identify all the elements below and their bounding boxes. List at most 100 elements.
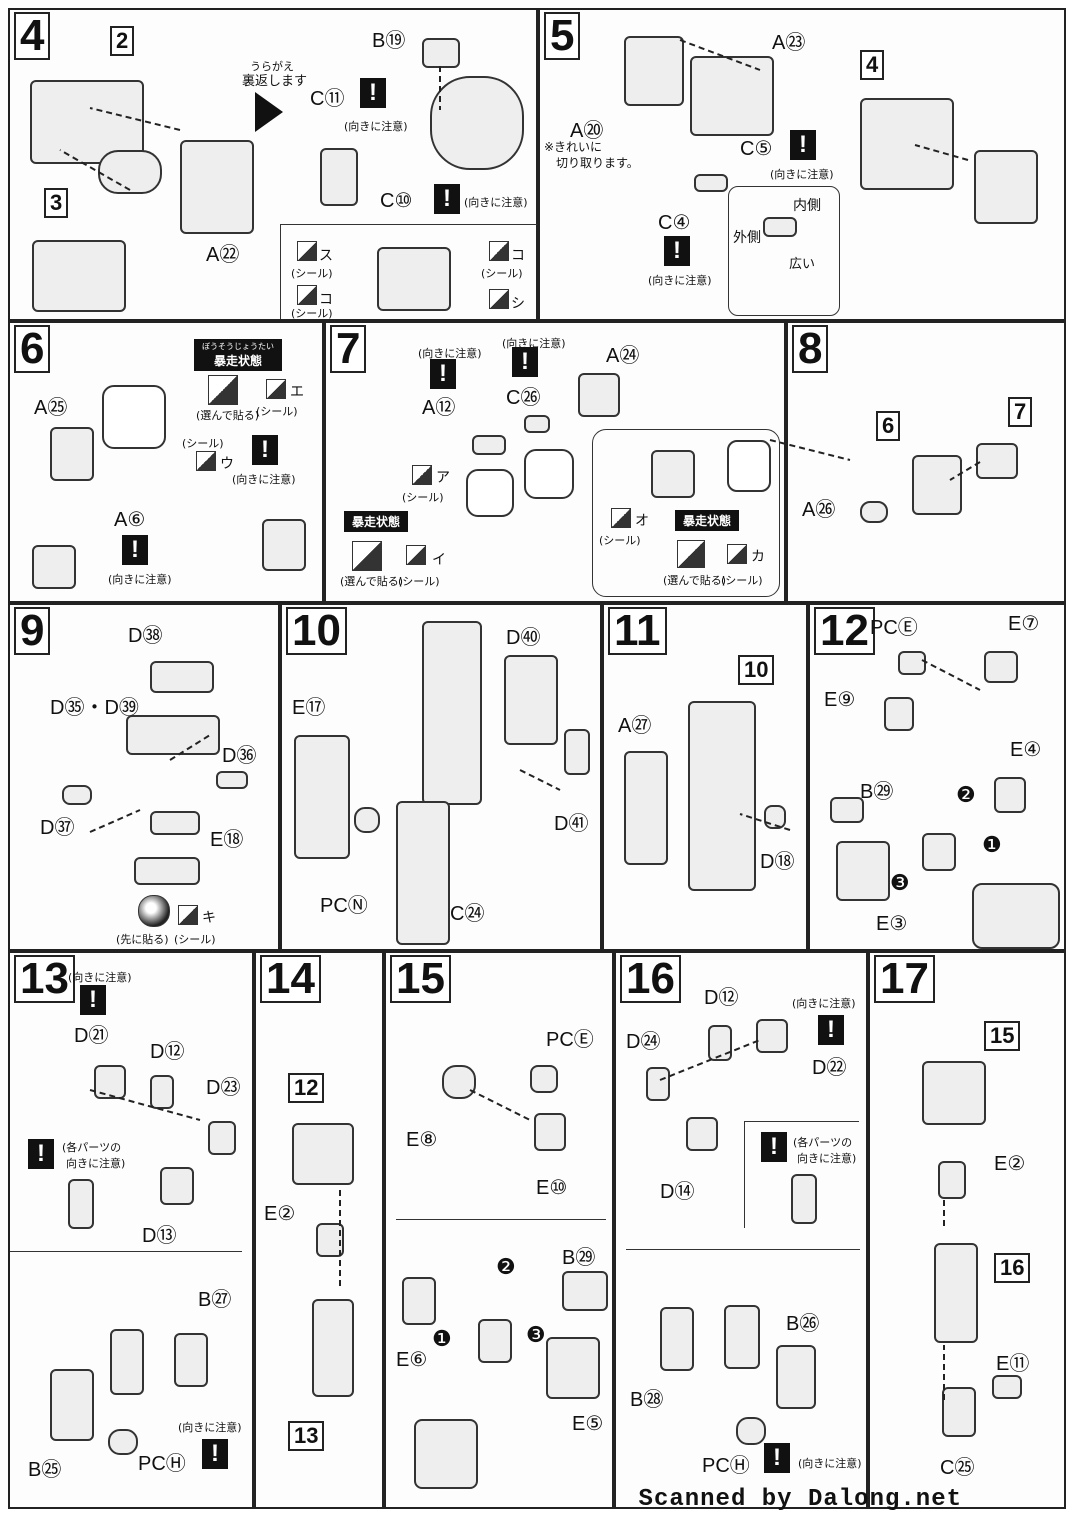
outer-side-label: 外側 bbox=[733, 230, 761, 246]
part-label: E⑩ bbox=[536, 1177, 568, 1199]
sticker-icon bbox=[196, 451, 216, 471]
step-number: 15 bbox=[390, 955, 451, 1003]
seal-code: ウ bbox=[220, 456, 234, 472]
part-illustration bbox=[660, 1307, 694, 1371]
caution-icon: ! bbox=[790, 130, 816, 160]
part-illustration bbox=[694, 174, 728, 192]
sticker-icon bbox=[611, 508, 631, 528]
part-label: B㉖ bbox=[786, 1313, 820, 1335]
part-label: PCⓃ bbox=[320, 895, 368, 917]
part-illustration bbox=[442, 1065, 476, 1099]
part-label: E⑱ bbox=[210, 829, 244, 851]
part-label: E⑪ bbox=[996, 1353, 1030, 1375]
part-illustration bbox=[108, 1429, 138, 1455]
ref-box: 4 bbox=[860, 50, 885, 80]
part-label: PCⒺ bbox=[870, 617, 918, 639]
part-label: D⑱ bbox=[760, 851, 795, 873]
detail-callout: 内側 外側 広い bbox=[728, 186, 840, 316]
caution-text: (向きに注意) bbox=[108, 573, 172, 586]
part-illustration bbox=[134, 857, 200, 885]
seal-code: ア bbox=[436, 470, 450, 486]
order-marker: ❶ bbox=[432, 1327, 452, 1352]
step-number: 6 bbox=[14, 325, 51, 373]
step-number: 10 bbox=[286, 607, 347, 655]
part-illustration bbox=[50, 1369, 94, 1441]
part-illustration bbox=[102, 385, 166, 449]
part-illustration bbox=[624, 36, 684, 106]
caution-text: (向きに注意) bbox=[502, 337, 566, 350]
step-16-panel: 16 D⑫ D㉔ (向きに注意) ! D㉒ D⑭ ! (各パーツの 向きに注意)… bbox=[614, 951, 868, 1509]
seal-area: ス (シール) コ (シール) コ (シール) シ bbox=[280, 224, 537, 320]
ref-box: 16 bbox=[994, 1253, 1031, 1283]
part-label: D⑬ bbox=[142, 1225, 177, 1247]
ref-box: 7 bbox=[1008, 397, 1033, 427]
part-label: D㉟・D㊴ bbox=[50, 697, 139, 719]
part-label: A⑳ bbox=[570, 120, 604, 142]
part-illustration bbox=[174, 1333, 208, 1387]
detail-callout: ! (各パーツの 向きに注意) bbox=[744, 1121, 859, 1228]
mode-badge: ぼうそうじょうたい暴走状態 bbox=[194, 339, 282, 371]
caution-icon: ! bbox=[761, 1132, 787, 1162]
caution-text: (向きに注意) bbox=[798, 1457, 862, 1470]
part-label: D㉓ bbox=[206, 1077, 241, 1099]
caution-text: (向きに注意) bbox=[648, 274, 712, 287]
part-label: C④ bbox=[658, 212, 691, 234]
part-label: D㊶ bbox=[554, 813, 589, 835]
ref-box: 2 bbox=[110, 26, 135, 56]
part-illustration bbox=[942, 1387, 976, 1437]
part-label: B㉗ bbox=[198, 1289, 232, 1311]
part-illustration bbox=[646, 1067, 670, 1101]
sticker-icon bbox=[727, 544, 747, 564]
part-illustration bbox=[534, 1113, 566, 1151]
inner-side-label: 内側 bbox=[793, 198, 821, 214]
part-label: D㊱ bbox=[222, 745, 257, 767]
part-illustration bbox=[472, 435, 506, 455]
part-illustration bbox=[422, 621, 482, 805]
step-12-panel: 12 PCⒺ E⑦ E⑨ E④ B㉙ ❷ ❶ ❸ E③ bbox=[808, 603, 1066, 951]
ref-box: 15 bbox=[984, 1021, 1021, 1051]
part-label: A⑫ bbox=[422, 397, 456, 419]
part-illustration bbox=[32, 545, 76, 589]
divider bbox=[10, 1251, 242, 1252]
caution-icon: ! bbox=[764, 1443, 790, 1473]
order-marker: ❶ bbox=[982, 833, 1002, 858]
note-text: 裏返します bbox=[242, 74, 308, 89]
step-number: 11 bbox=[608, 607, 667, 655]
caution-icon: ! bbox=[434, 184, 460, 214]
part-label: E② bbox=[994, 1153, 1026, 1175]
part-illustration bbox=[150, 661, 214, 693]
first-apply-text: (先に貼る) bbox=[116, 933, 169, 946]
select-text: (選んで貼る) bbox=[663, 574, 727, 587]
part-label: A㉖ bbox=[802, 499, 836, 521]
part-label: D㉔ bbox=[626, 1031, 661, 1053]
part-illustration bbox=[180, 140, 254, 234]
part-illustration bbox=[727, 440, 771, 492]
ref-box: 3 bbox=[44, 188, 69, 218]
caution-text: (向きに注意) bbox=[770, 168, 834, 181]
part-illustration bbox=[354, 807, 380, 833]
part-illustration bbox=[524, 415, 550, 433]
part-illustration bbox=[150, 1075, 174, 1109]
seal-code: エ bbox=[290, 384, 304, 400]
order-marker: ❷ bbox=[956, 783, 976, 808]
step-9-panel: 9 D㊳ D㉟・D㊴ D㊱ D㊲ E⑱ キ (先に貼る) (シール) bbox=[8, 603, 280, 951]
sticker-icon bbox=[297, 241, 317, 261]
ref-box: 12 bbox=[288, 1073, 325, 1103]
caution-icon: ! bbox=[122, 535, 148, 565]
part-label: E⑨ bbox=[824, 689, 856, 711]
part-illustration bbox=[791, 1174, 817, 1224]
part-illustration bbox=[776, 1345, 816, 1409]
badge-text: 暴走状態 bbox=[683, 514, 732, 528]
divider bbox=[396, 1219, 606, 1220]
part-illustration bbox=[708, 1025, 732, 1061]
part-illustration bbox=[150, 811, 200, 835]
part-label: D㊵ bbox=[506, 627, 541, 649]
part-illustration bbox=[994, 777, 1026, 813]
seal-text: (シール) bbox=[256, 405, 298, 418]
part-illustration bbox=[830, 797, 864, 823]
step-7-panel: 7 (向きに注意) ! A⑫ (向きに注意) ! C㉖ A㉔ ア (シール) 暴… bbox=[324, 321, 786, 603]
each-parts-text: 向きに注意) bbox=[66, 1157, 126, 1170]
ref-box: 6 bbox=[876, 411, 901, 441]
part-illustration bbox=[312, 1299, 354, 1397]
part-label: C㉕ bbox=[940, 1457, 975, 1479]
